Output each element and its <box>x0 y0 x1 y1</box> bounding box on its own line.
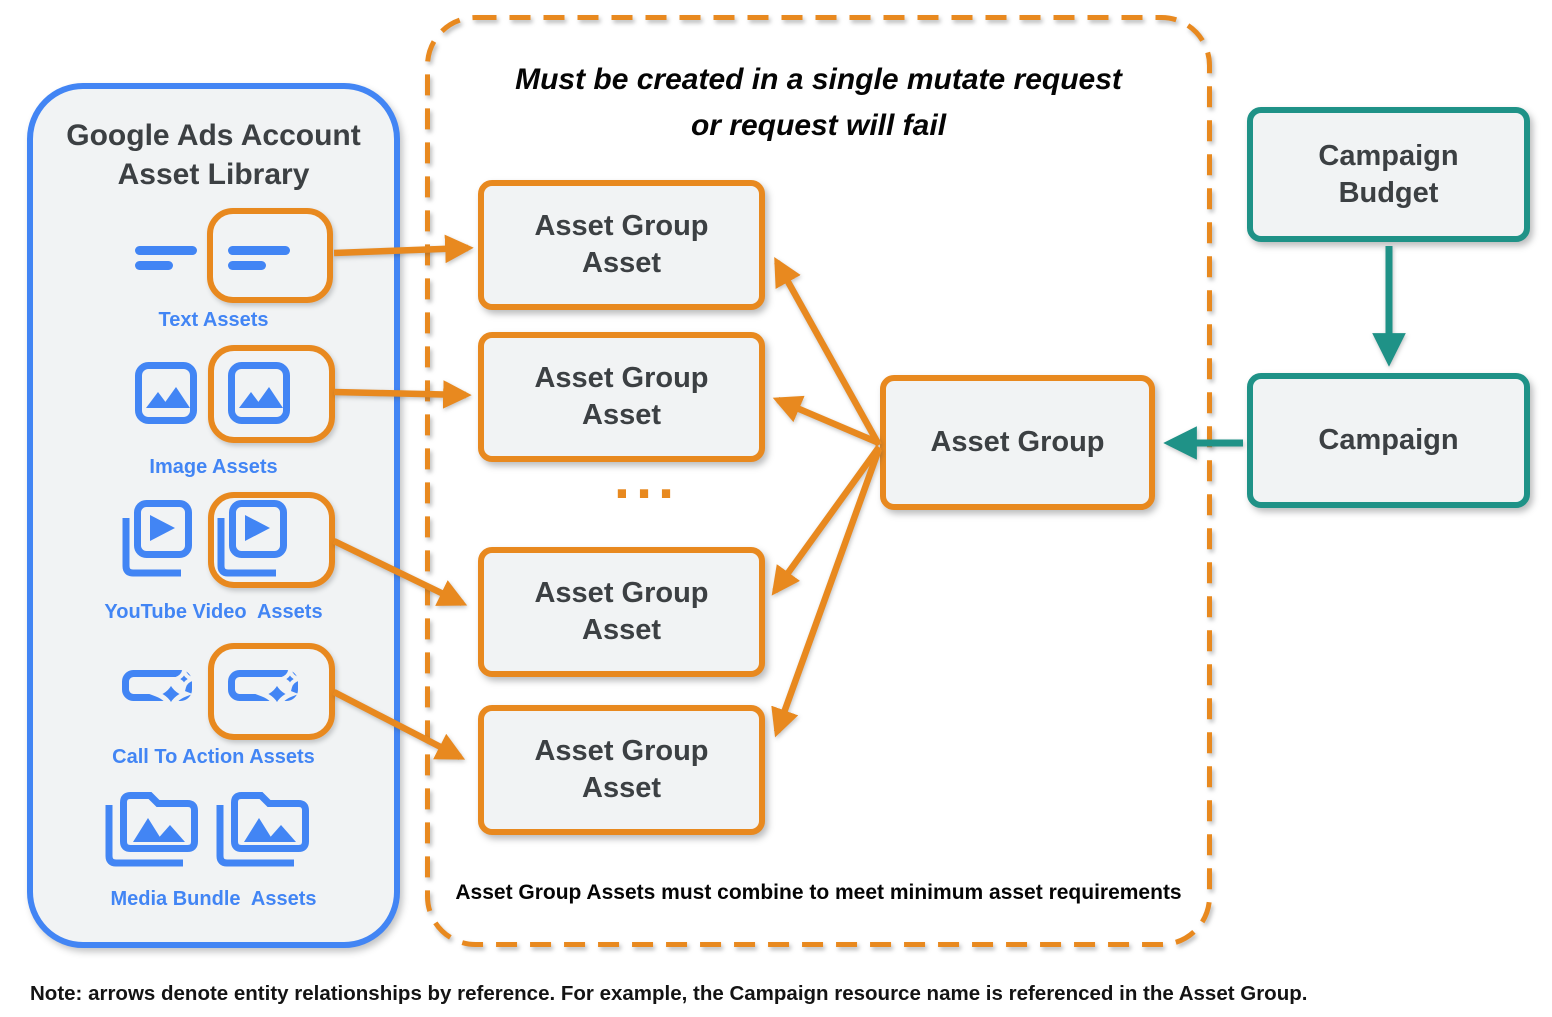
campaign-budget-box: Campaign Budget <box>1247 107 1530 242</box>
arrow-asset-group-to-asset4 <box>771 447 883 738</box>
asset-library-title-line2: Asset Library <box>117 158 310 191</box>
campaign-label: Campaign <box>1318 424 1459 456</box>
asset-group-asset-1-line2: Asset <box>582 247 661 279</box>
asset-library-title: Google Ads Account Asset Library <box>27 116 400 194</box>
media-bundle-asset-icon <box>105 792 198 867</box>
asset-group-label: Asset Group <box>930 426 1105 458</box>
mutate-request-footnote: Asset Group Assets must combine to meet … <box>455 881 1182 904</box>
youtube-video-asset-highlight-box <box>208 492 335 588</box>
mutate-request-title-line1: Must be created in a single mutate reque… <box>515 63 1122 96</box>
asset-group-asset-box-4: Asset Group Asset <box>478 705 765 835</box>
campaign-box: Campaign <box>1247 373 1530 508</box>
call-to-action-assets-label: Call To Action Assets <box>112 746 315 768</box>
asset-group-asset-box-3: Asset Group Asset <box>478 547 765 677</box>
campaign-budget-line1: Campaign <box>1318 139 1459 172</box>
text-asset-icon <box>135 246 197 270</box>
youtube-video-asset-icon <box>122 500 192 577</box>
asset-group-asset-box-1: Asset Group Asset <box>478 180 765 310</box>
youtube-video-assets-label: YouTube Video Assets <box>104 601 323 623</box>
asset-group-asset-1-line1: Asset Group <box>534 210 709 242</box>
arrow-asset-group-to-asset3 <box>771 445 882 596</box>
asset-group-asset-box-2: Asset Group Asset <box>478 332 765 462</box>
asset-group-asset-4-line2: Asset <box>582 772 661 804</box>
media-bundle-assets-label: Media Bundle Assets <box>110 888 317 910</box>
image-asset-icon <box>135 362 197 424</box>
campaign-budget-line2: Budget <box>1338 176 1439 209</box>
text-assets-label: Text Assets <box>158 309 269 331</box>
mutate-request-title: Must be created in a single mutate reque… <box>427 57 1210 149</box>
media-bundle-asset-icon-2 <box>216 792 309 867</box>
arrow-asset-group-to-asset2 <box>772 395 881 446</box>
call-to-action-asset-icon <box>122 664 197 710</box>
asset-group-box: Asset Group <box>880 375 1155 510</box>
asset-group-asset-4-line1: Asset Group <box>534 735 709 767</box>
text-asset-selected-icon <box>228 246 290 270</box>
asset-group-asset-2-line2: Asset <box>582 399 661 431</box>
arrow-asset-group-to-asset1 <box>774 257 882 447</box>
asset-group-asset-3-line2: Asset <box>582 614 661 646</box>
asset-group-asset-3-line1: Asset Group <box>534 577 709 609</box>
image-asset-selected-icon <box>228 362 290 424</box>
asset-group-asset-2-line1: Asset Group <box>534 362 709 394</box>
call-to-action-asset-selected-icon <box>228 664 303 710</box>
mutate-request-title-line2: or request will fail <box>690 109 947 142</box>
asset-library-title-line1: Google Ads Account <box>66 119 361 152</box>
image-asset-highlight-box <box>208 345 335 443</box>
text-asset-highlight-box <box>207 208 333 303</box>
image-assets-label: Image Assets <box>149 456 278 478</box>
call-to-action-asset-highlight-box <box>208 643 335 740</box>
more-assets-ellipsis: ... <box>613 446 681 511</box>
page-note: Note: arrows denote entity relationships… <box>30 982 1308 1005</box>
